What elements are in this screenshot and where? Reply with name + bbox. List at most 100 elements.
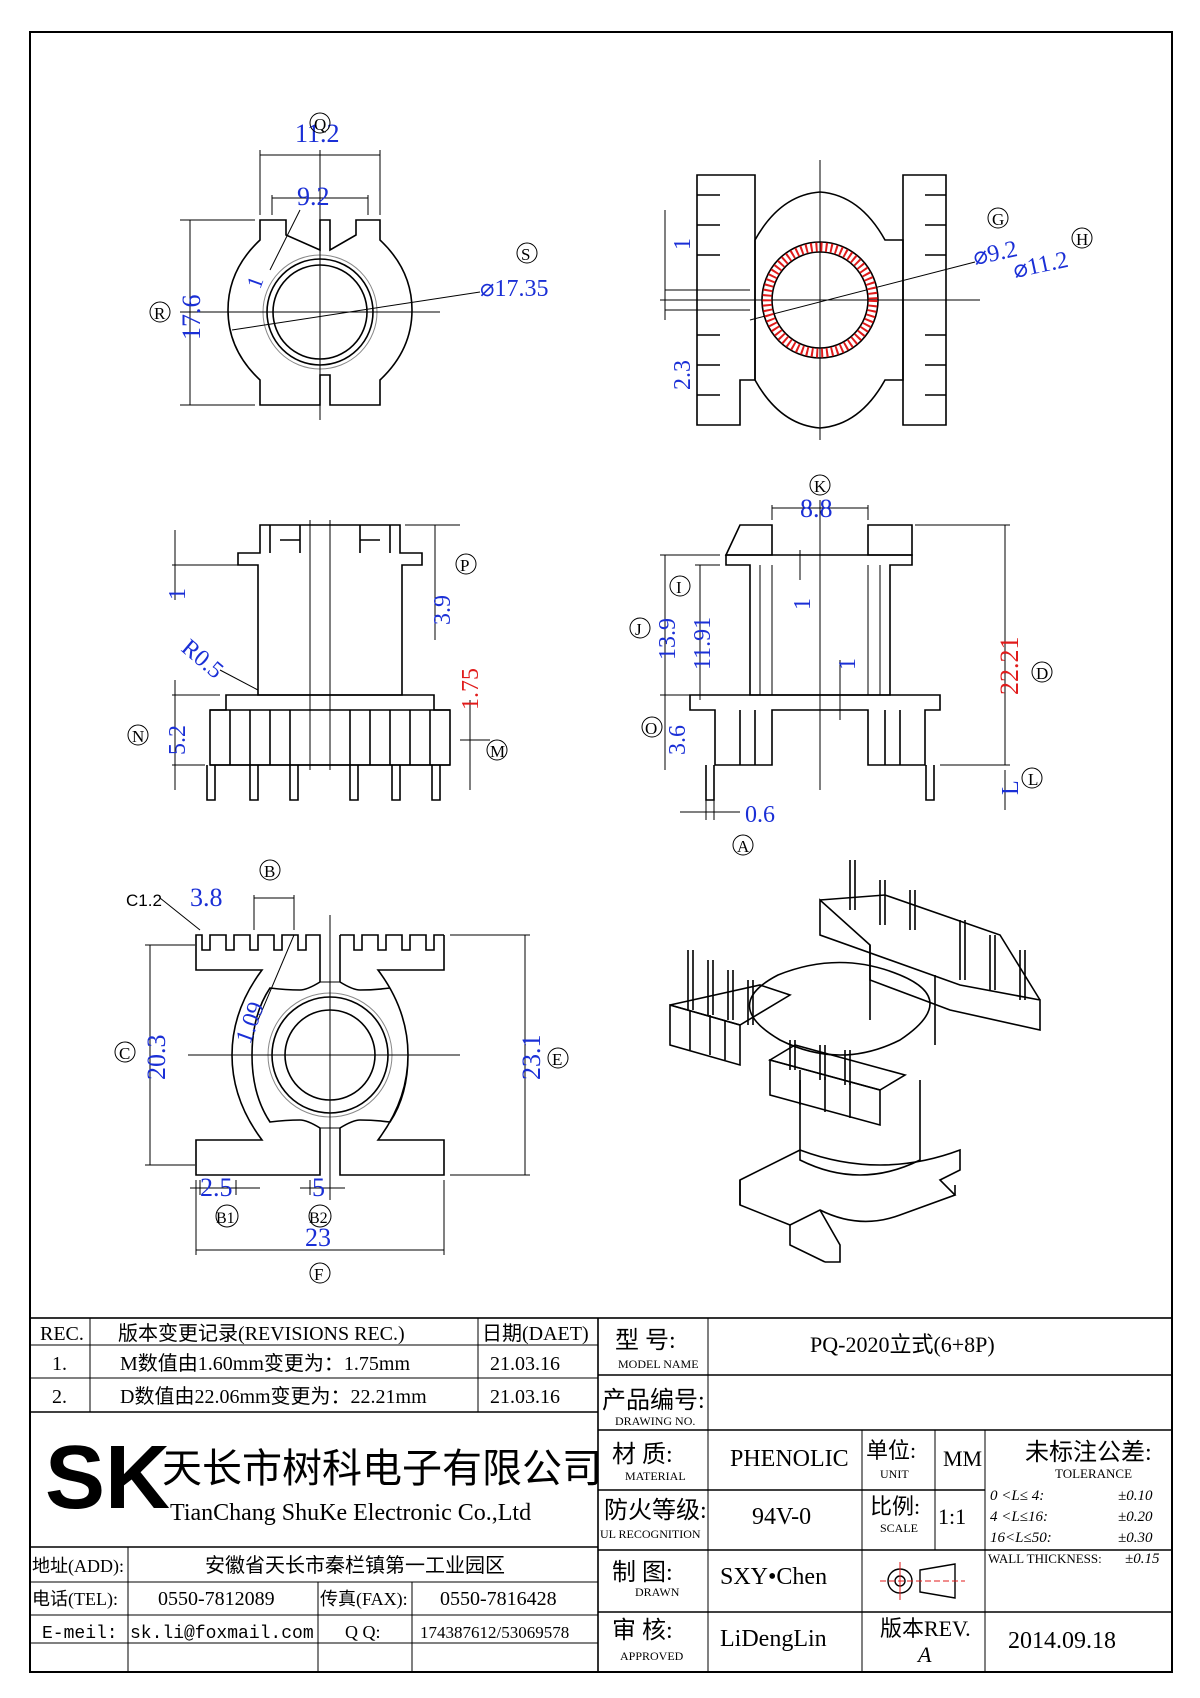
balloon-o: O bbox=[645, 719, 657, 738]
balloon-h: H bbox=[1076, 230, 1088, 249]
dim-m-value: 1.75 bbox=[458, 668, 484, 710]
model-label-cn: 型 号: bbox=[615, 1327, 676, 1354]
balloon-l: L bbox=[1028, 770, 1038, 789]
dim-height-right: 22.21 bbox=[995, 637, 1024, 696]
company-name-cn: 天长市树科电子有限公司 bbox=[162, 1446, 602, 1491]
balloon-f: F bbox=[314, 1265, 323, 1284]
addr-value: 安徽省天长市秦栏镇第一工业园区 bbox=[205, 1554, 505, 1577]
dim-height-c: 20.3 bbox=[142, 1035, 171, 1081]
tol-range-2: 4 <L≤16: bbox=[990, 1509, 1048, 1525]
fax-value: 0550-7816428 bbox=[440, 1588, 557, 1610]
balloon-d: D bbox=[1036, 664, 1048, 683]
qq-label: Q Q: bbox=[345, 1622, 381, 1642]
balloon-g: G bbox=[992, 210, 1004, 229]
tol-value-4: ±0.15 bbox=[1125, 1551, 1160, 1567]
dim-l: L bbox=[998, 780, 1024, 795]
side-right-view bbox=[660, 500, 1010, 820]
side-right-labels: 8.8 1 1 13.9 11.91 3.6 22.21 0.6 L K I J… bbox=[629, 474, 1053, 856]
tol-value-2: ±0.20 bbox=[1118, 1509, 1153, 1525]
revision-table: REC. 版本变更记录(REVISIONS REC.) 日期(DAET) 1. … bbox=[40, 1322, 589, 1408]
bottom-view bbox=[145, 895, 530, 1255]
approved-value: LiDengLin bbox=[720, 1626, 827, 1652]
rev-label: 版本REV. bbox=[880, 1616, 971, 1641]
side-left-view bbox=[172, 520, 490, 801]
contact-block: 地址(ADD): 安徽省天长市秦栏镇第一工业园区 电话(TEL): 0550-7… bbox=[32, 1554, 569, 1644]
addr-label: 地址(ADD): bbox=[32, 1556, 124, 1577]
projection-symbol bbox=[880, 1562, 965, 1600]
drawn-label-cn: 制 图: bbox=[612, 1559, 673, 1586]
rev-row-1-no: 1. bbox=[52, 1353, 67, 1375]
rev-row-1-text: M数值由1.60mm变更为：1.75mm bbox=[120, 1352, 410, 1375]
drawing-no-label-cn: 产品编号: bbox=[602, 1387, 705, 1414]
rev-row-2-no: 2. bbox=[52, 1386, 67, 1408]
tolerance-title: 未标注公差: bbox=[1025, 1439, 1152, 1466]
balloon-p: P bbox=[460, 556, 469, 575]
balloon-i: I bbox=[676, 578, 682, 597]
material-value: PHENOLIC bbox=[730, 1446, 849, 1472]
company-name-en: TianChang ShuKe Electronic Co.,Ltd bbox=[170, 1500, 531, 1526]
material-label-en: MATERIAL bbox=[625, 1469, 686, 1483]
drawing-no-label-en: DRAWING NO. bbox=[615, 1414, 695, 1428]
dim-flange: 1 bbox=[165, 588, 191, 600]
tol-value-3: ±0.30 bbox=[1118, 1530, 1153, 1546]
rev-header-change: 版本变更记录(REVISIONS REC.) bbox=[118, 1322, 405, 1345]
front-view bbox=[180, 150, 481, 420]
top-right-view bbox=[660, 160, 980, 440]
dim-pitch-b: 3.8 bbox=[190, 883, 223, 912]
dim-top: 3.9 bbox=[430, 595, 456, 625]
sheet-border bbox=[29, 31, 1173, 1673]
email-label: E-meil: bbox=[42, 1624, 118, 1644]
balloon-e: E bbox=[552, 1050, 562, 1069]
tol-value-1: ±0.10 bbox=[1118, 1488, 1153, 1504]
dim-width-inner: 9.2 bbox=[297, 182, 330, 211]
dim-h1: 13.9 bbox=[655, 618, 681, 660]
drawn-label-en: DRAWN bbox=[635, 1585, 680, 1599]
balloon-c: C bbox=[119, 1044, 130, 1063]
rev-row-1-date: 21.03.16 bbox=[490, 1353, 560, 1375]
tol-range-4: WALL THICKNESS: bbox=[988, 1551, 1102, 1566]
tel-value: 0550-7812089 bbox=[158, 1588, 275, 1610]
dim-slot: 1 bbox=[670, 238, 696, 250]
dim-h2: 11.91 bbox=[690, 617, 716, 670]
balloon-a: A bbox=[737, 837, 750, 856]
unit-label-cn: 单位: bbox=[866, 1438, 916, 1463]
balloon-m: M bbox=[490, 742, 505, 761]
front-view-labels: 11.2 9.2 17.6 1 ⌀17.35 Q R S bbox=[149, 112, 548, 340]
dim-wall: 1 bbox=[241, 273, 268, 292]
bottom-view-labels: C1.2 3.8 1.09 20.3 23.1 2.5 5 23 B C E F… bbox=[114, 859, 569, 1284]
approved-label-cn: 审 核: bbox=[612, 1617, 673, 1644]
model-value: PQ-2020立式(6+8P) bbox=[810, 1332, 995, 1357]
rev-header-rec: REC. bbox=[40, 1323, 84, 1345]
rev-row-2-date: 21.03.16 bbox=[490, 1386, 560, 1408]
dim-wall-bottom: 1.09 bbox=[231, 999, 270, 1047]
balloon-j: J bbox=[635, 620, 642, 639]
unit-label-en: UNIT bbox=[880, 1467, 909, 1481]
dim-base: 5.2 bbox=[165, 725, 191, 755]
top-right-hatch bbox=[762, 242, 878, 358]
isometric-view bbox=[669, 860, 1041, 1263]
dim-width-bottom: 23 bbox=[305, 1223, 331, 1252]
drawn-value: SXY•Chen bbox=[720, 1564, 827, 1590]
unit-value: MM bbox=[943, 1446, 982, 1471]
dim-radius: R0.5 bbox=[176, 635, 228, 684]
tolerance-block: 未标注公差: TOLERANCE 0 <L≤ 4: ±0.10 4 <L≤16:… bbox=[988, 1439, 1160, 1567]
email-value: sk.li@foxmail.com bbox=[130, 1624, 314, 1644]
tol-range-3: 16<L≤50: bbox=[990, 1530, 1052, 1546]
dim-base-right: 3.6 bbox=[665, 725, 691, 755]
ul-value: 94V-0 bbox=[752, 1504, 811, 1530]
balloon-s: S bbox=[521, 245, 530, 264]
date-value: 2014.09.18 bbox=[1008, 1628, 1116, 1654]
dim-width-outer: 11.2 bbox=[295, 119, 340, 148]
scale-value: 1:1 bbox=[938, 1504, 966, 1529]
balloon-q: Q bbox=[314, 115, 326, 134]
rev-row-2-text: D数值由22.06mm变更为：22.21mm bbox=[120, 1385, 427, 1408]
dim-offset: 2.3 bbox=[670, 360, 696, 390]
tel-label: 电话(TEL): bbox=[32, 1589, 118, 1610]
dim-width: 8.8 bbox=[800, 494, 833, 523]
dim-pitch-b1: 2.5 bbox=[200, 1173, 233, 1202]
balloon-b2: B2 bbox=[309, 1210, 328, 1227]
balloon-b1: B1 bbox=[216, 1210, 235, 1227]
approved-label-en: APPROVED bbox=[620, 1649, 684, 1663]
top-right-labels: 1 2.3 ⌀9.2 ⌀11.2 G H bbox=[670, 207, 1093, 390]
material-label-cn: 材 质: bbox=[612, 1441, 673, 1468]
